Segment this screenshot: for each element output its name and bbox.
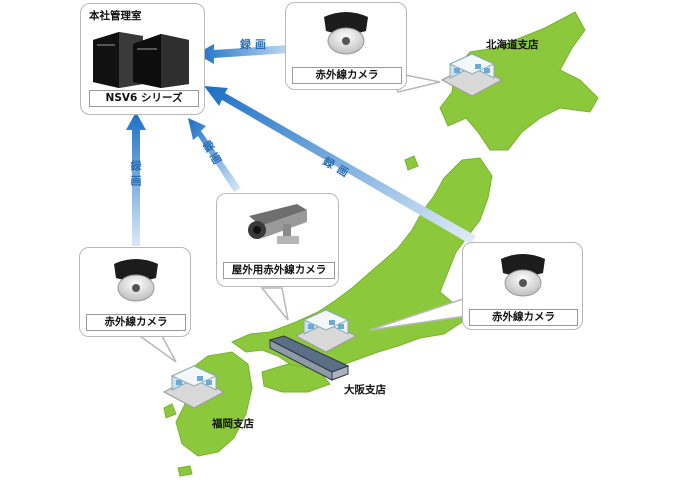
nvr-recorder-icon xyxy=(93,32,189,88)
headquarters-callout: 本社管理室 NSV6 シリーズ xyxy=(80,3,205,115)
map-island-sado xyxy=(404,155,419,171)
tail-outdoor-camera xyxy=(260,287,289,321)
arrow-right xyxy=(204,86,476,244)
east-camera-callout: 赤外線カメラ xyxy=(462,242,583,330)
map-shikoku xyxy=(261,363,331,393)
branch-label-osaka: 大阪支店 xyxy=(344,384,386,396)
dome-camera-icon xyxy=(114,259,158,302)
headquarters-title: 本社管理室 xyxy=(89,10,142,22)
record-label-top: 録画 xyxy=(240,38,270,51)
map-island-small xyxy=(163,403,177,419)
branch-label-fukuoka: 福岡支店 xyxy=(212,418,254,430)
building-hokkaido xyxy=(440,53,504,97)
map-island-south xyxy=(177,465,193,477)
tail-fukuoka-camera xyxy=(137,335,177,363)
fukuoka-camera-callout: 赤外線カメラ xyxy=(79,247,191,337)
fukuoka-camera-label: 赤外線カメラ xyxy=(86,314,186,331)
building-osaka xyxy=(294,309,358,353)
outdoor-camera-callout: 屋外用赤外線カメラ xyxy=(216,193,339,287)
east-camera-label: 赤外線カメラ xyxy=(469,309,578,326)
outdoor-camera-label: 屋外用赤外線カメラ xyxy=(223,262,335,279)
building-fukuoka xyxy=(162,365,226,409)
recorder-label: NSV6 シリーズ xyxy=(89,90,199,107)
branch-label-hokkaido: 北海道支店 xyxy=(486,39,539,51)
bullet-camera-icon xyxy=(248,204,307,244)
dome-camera-icon xyxy=(324,12,368,55)
recording-arrows xyxy=(126,44,476,246)
factory-osaka xyxy=(268,335,350,381)
dome-camera-icon xyxy=(501,254,545,297)
record-label-left: 録画 xyxy=(129,160,142,190)
map-hokkaido xyxy=(439,11,599,151)
arrow-left xyxy=(126,112,146,246)
arrow-middle xyxy=(188,118,241,192)
hokkaido-camera-label: 赤外線カメラ xyxy=(292,67,402,84)
hokkaido-camera-callout: 赤外線カメラ xyxy=(285,2,407,90)
arrow-top xyxy=(196,44,305,64)
